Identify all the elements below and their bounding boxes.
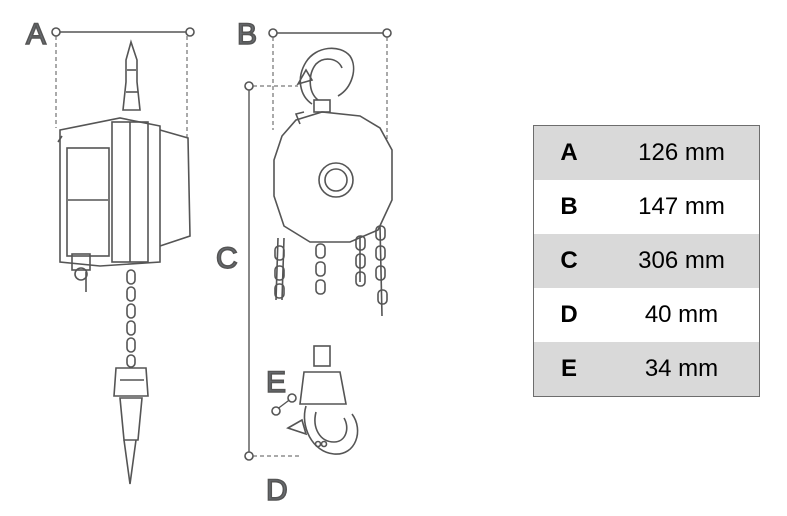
- table-row: A 126 mm: [533, 125, 760, 180]
- front-bottom-hook: [286, 345, 359, 455]
- table-row: D 40 mm: [534, 288, 760, 342]
- side-bottom-hook: [113, 367, 149, 485]
- dim-label-b: B: [237, 18, 257, 51]
- dim-label-c: C: [216, 242, 238, 275]
- dim-key: A: [533, 125, 604, 180]
- front-view: B C: [215, 17, 393, 508]
- dim-key: E: [533, 342, 604, 397]
- dim-value: 126 mm: [604, 125, 760, 180]
- dim-label-e: E: [266, 366, 286, 399]
- side-top-hook: [122, 39, 141, 111]
- dimension-table: A 126 mm B 147 mm C 306 mm D 40 mm E 34 …: [533, 125, 760, 397]
- dim-key: C: [533, 234, 604, 288]
- dim-value: 306 mm: [604, 234, 760, 288]
- dimension-line-b: [268, 28, 392, 140]
- front-chains: [274, 225, 388, 317]
- dim-label-d: D: [266, 474, 288, 507]
- table-row: C 306 mm: [533, 234, 760, 288]
- side-body: [57, 117, 191, 292]
- dim-value: 40 mm: [644, 301, 719, 328]
- dim-value: 34 mm: [604, 342, 760, 397]
- table-row: E 34 mm: [533, 342, 760, 397]
- dimension-marker-e: [271, 393, 297, 416]
- side-view: A: [25, 17, 195, 485]
- dim-key: B: [560, 193, 578, 220]
- front-body: [273, 111, 393, 243]
- front-top-hook: [296, 47, 355, 113]
- dimension-line-c: [244, 81, 300, 461]
- dim-key: D: [560, 301, 578, 328]
- dim-value: 147 mm: [638, 193, 725, 220]
- dimension-line-a: [51, 27, 195, 138]
- table-row: B 147 mm: [534, 180, 760, 234]
- dim-label-a: A: [26, 18, 46, 51]
- side-chain: [126, 269, 136, 368]
